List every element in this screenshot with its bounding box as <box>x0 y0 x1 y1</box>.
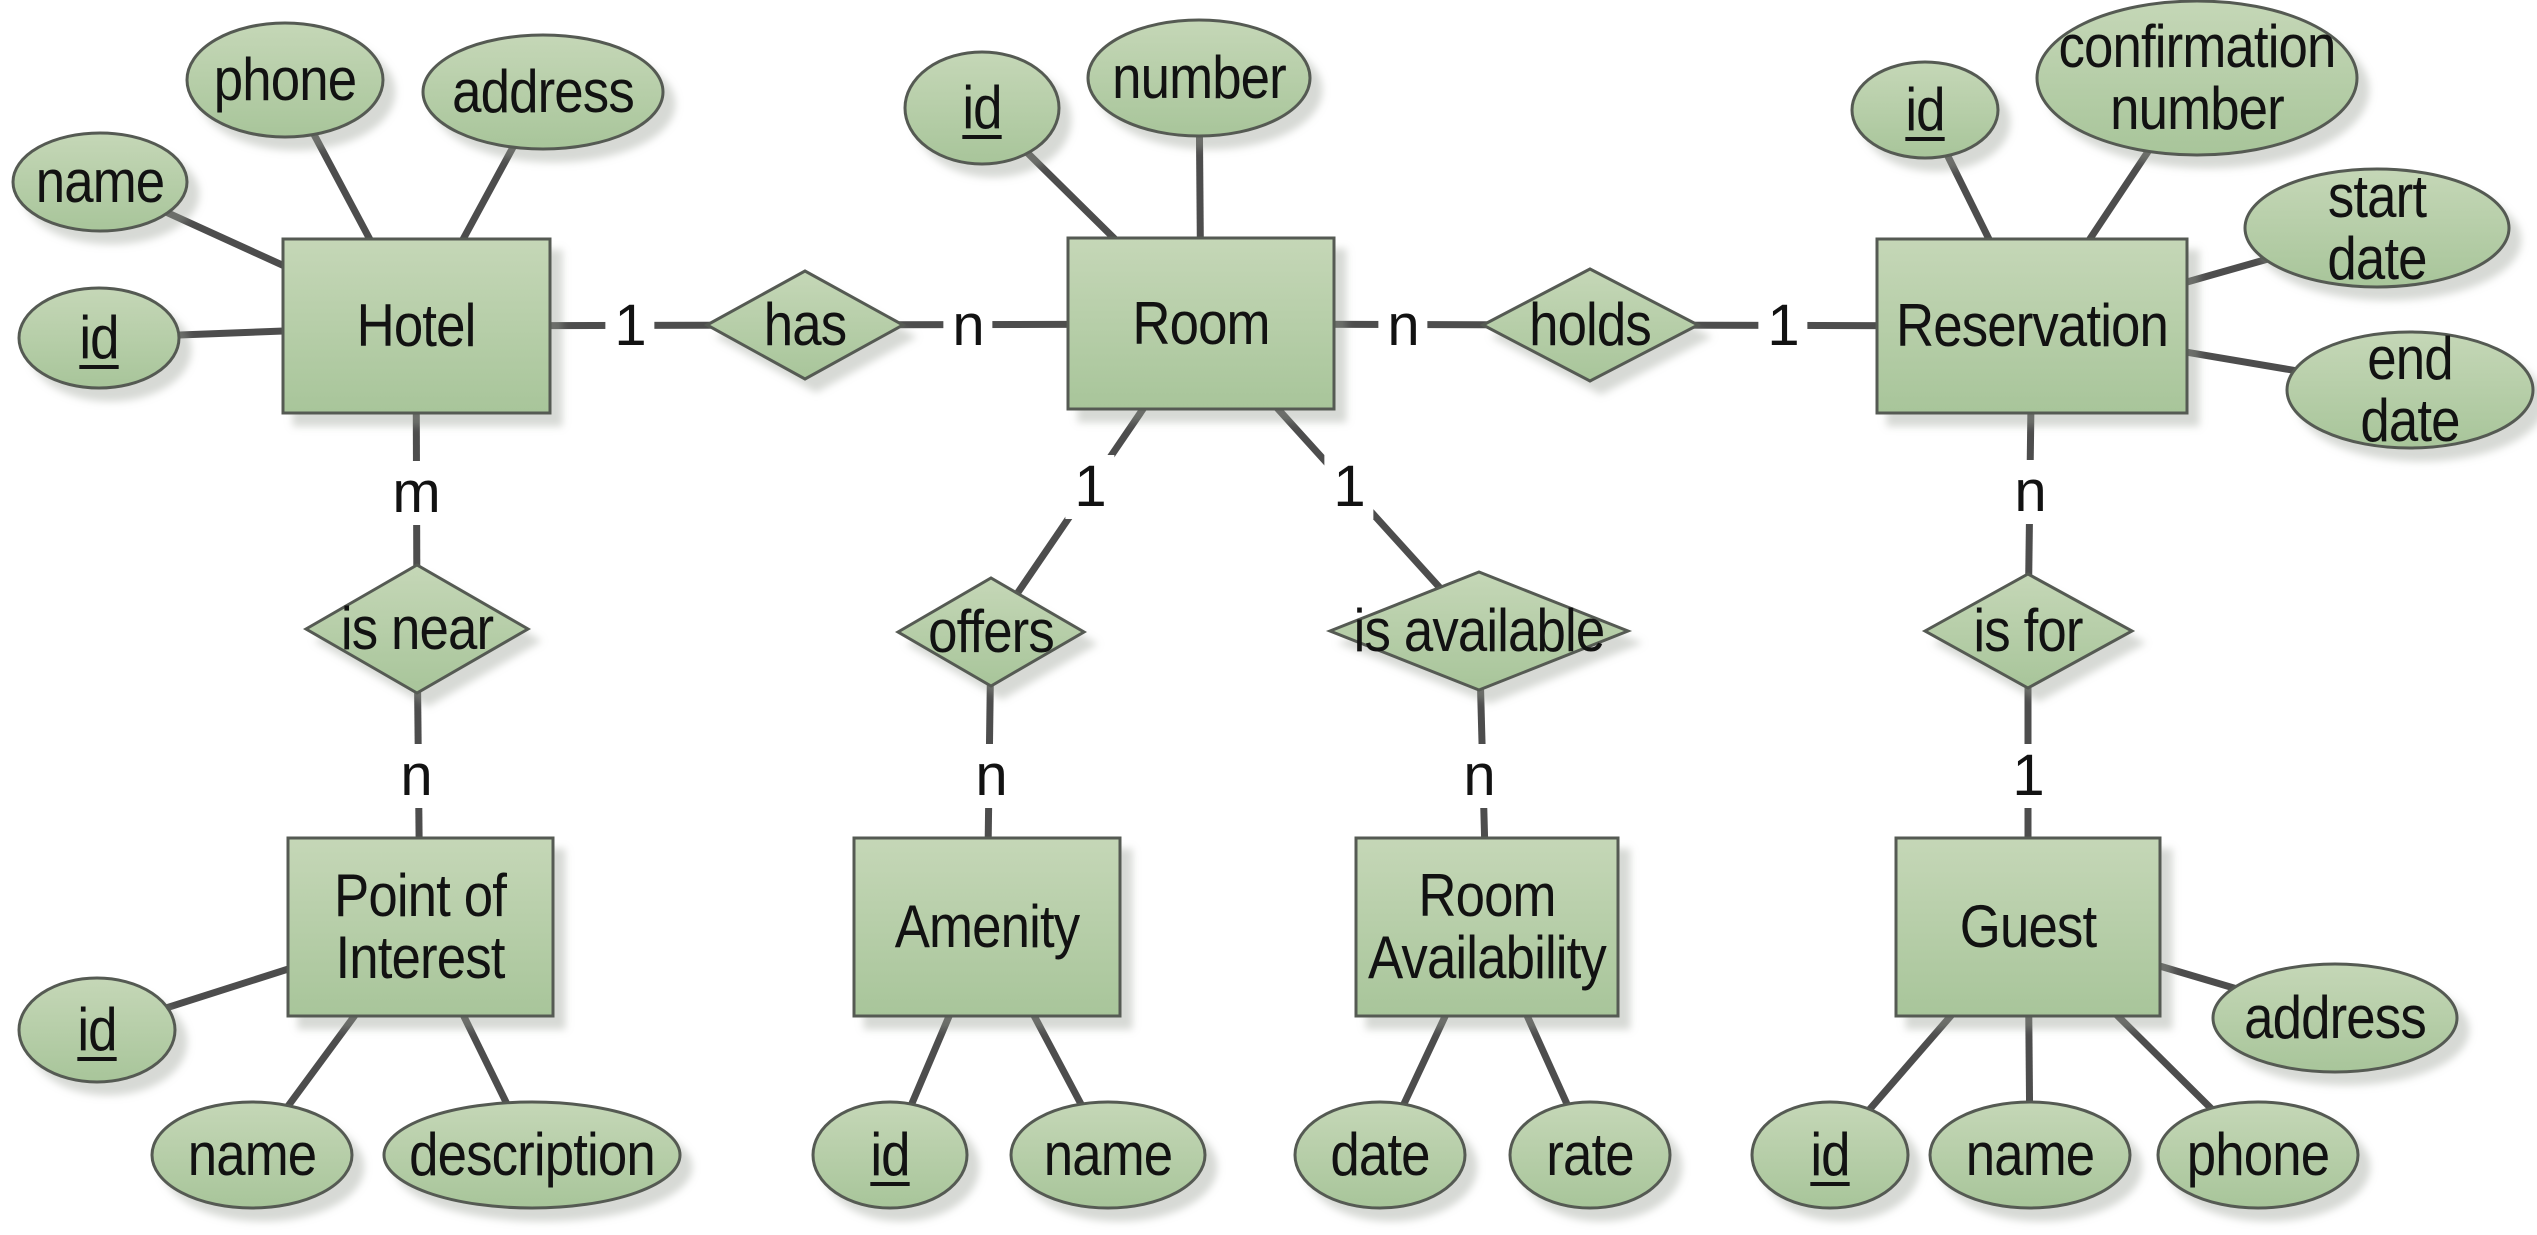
relationship-is-available-label: is available <box>1353 597 1606 664</box>
relationship-diamonds <box>302 267 2136 695</box>
cardinality-is-for-guest: 1 <box>2003 744 2053 808</box>
entity-hotel-box <box>281 237 552 415</box>
relationship-is-for-diamond <box>1921 572 2136 690</box>
cardinality-holds-reservation: 1 <box>1758 294 1808 358</box>
cardinality-room-is-available: 1 <box>1324 455 1374 519</box>
relationship-is-near-label: is near <box>340 595 494 662</box>
attribute-hotel-phone-label: phone <box>213 46 357 113</box>
attribute-guest-id-label: id <box>1810 1121 1850 1188</box>
relationship-has-diamond <box>703 269 907 381</box>
entity-point-of-interest-label: Point of Interest <box>333 862 507 991</box>
attribute-reservation-confirmation-number-label: confirmation number <box>2058 13 2336 142</box>
attribute-reservation-id-ellipse <box>1850 60 2000 160</box>
attribute-hotel-name-ellipse <box>11 131 189 233</box>
attribute-room-availability-rate-label: rate <box>1546 1121 1634 1188</box>
attribute-ellipses <box>11 0 2535 1210</box>
relationship-holds-label: holds <box>1529 291 1652 358</box>
attribute-guest-phone-ellipse <box>2156 1100 2360 1210</box>
attribute-amenity-name-ellipse <box>1009 1100 1207 1210</box>
relationship-is-available-diamond <box>1325 570 1633 692</box>
attribute-amenity-name-label: name <box>1043 1121 1173 1188</box>
attribute-room-id-ellipse <box>903 50 1061 166</box>
entity-amenity-box <box>852 836 1122 1018</box>
cardinality-reservation-is-for: n <box>2005 460 2055 524</box>
entity-boxes <box>281 236 2189 1018</box>
attribute-reservation-end-date-ellipse <box>2285 330 2535 450</box>
attribute-room-availability-date-label: date <box>1330 1121 1430 1188</box>
cardinality-has-room: n <box>943 294 993 358</box>
attribute-point-of-interest-name-ellipse <box>150 1100 354 1210</box>
cardinality-hotel-is-near: m <box>383 461 449 525</box>
entity-guest-box <box>1894 836 2162 1018</box>
relationship-is-near-diamond <box>302 563 532 695</box>
attribute-guest-address-ellipse <box>2211 962 2459 1074</box>
cardinality-is-available-room-availability: n <box>1454 744 1504 808</box>
attribute-guest-name-label: name <box>1965 1121 2095 1188</box>
attribute-room-id-label: id <box>962 74 1002 141</box>
attribute-reservation-start-date-label: start date <box>2327 163 2427 292</box>
relationship-offers-label: offers <box>928 598 1055 665</box>
attribute-room-availability-rate-ellipse <box>1508 1100 1672 1210</box>
entity-room-availability-label: Room Availability <box>1368 862 1607 991</box>
attribute-point-of-interest-description-ellipse <box>382 1100 682 1210</box>
entity-guest-label: Guest <box>1959 893 2097 960</box>
attribute-hotel-address-label: address <box>452 58 635 125</box>
relationship-offers-diamond <box>895 576 1087 688</box>
attribute-point-of-interest-id-label: id <box>77 996 117 1063</box>
attribute-hotel-id-label: id <box>79 304 119 371</box>
attribute-reservation-start-date-ellipse <box>2243 167 2511 289</box>
attribute-hotel-phone-ellipse <box>185 21 385 139</box>
cardinality-offers-amenity: n <box>966 744 1016 808</box>
attribute-amenity-id-ellipse <box>811 1100 969 1210</box>
entity-reservation-label: Reservation <box>1895 292 2169 359</box>
attribute-room-availability-date-ellipse <box>1293 1100 1467 1210</box>
cardinality-is-near-point-of-interest: n <box>391 744 441 808</box>
entity-point-of-interest-box <box>286 836 555 1018</box>
relationship-is-for-label: is for <box>1973 597 2083 664</box>
attribute-amenity-id-label: id <box>870 1121 910 1188</box>
attribute-guest-name-ellipse <box>1928 1100 2132 1210</box>
cardinality-room-holds: n <box>1378 294 1428 358</box>
attribute-hotel-id-ellipse <box>17 286 181 390</box>
attribute-guest-id-ellipse <box>1750 1100 1910 1210</box>
relationship-holds-diamond <box>1479 267 1702 383</box>
attribute-reservation-id-label: id <box>1905 76 1945 143</box>
attribute-point-of-interest-id-ellipse <box>17 976 177 1084</box>
cardinality-hotel-has: 1 <box>605 294 655 358</box>
attribute-hotel-name-label: name <box>35 148 165 215</box>
attribute-guest-address-label: address <box>2244 984 2427 1051</box>
attribute-guest-phone-label: phone <box>2186 1121 2330 1188</box>
attribute-point-of-interest-name-label: name <box>187 1121 317 1188</box>
entity-room-box <box>1066 236 1336 411</box>
relationship-has-label: has <box>763 291 847 358</box>
entity-amenity-label: Amenity <box>894 893 1080 960</box>
entity-room-availability-box <box>1354 836 1620 1018</box>
attribute-reservation-end-date-label: end date <box>2360 325 2460 454</box>
entity-hotel-label: Hotel <box>356 292 477 359</box>
entity-room-label: Room <box>1132 290 1270 357</box>
attribute-reservation-confirmation-number-ellipse <box>2035 0 2359 157</box>
attribute-point-of-interest-description-label: description <box>409 1121 656 1188</box>
cardinality-room-offers: 1 <box>1065 455 1115 519</box>
attribute-room-number-label: number <box>1112 44 1287 111</box>
attribute-room-number-ellipse <box>1086 18 1312 138</box>
attribute-hotel-address-ellipse <box>421 33 665 151</box>
entity-reservation-box <box>1875 237 2189 415</box>
